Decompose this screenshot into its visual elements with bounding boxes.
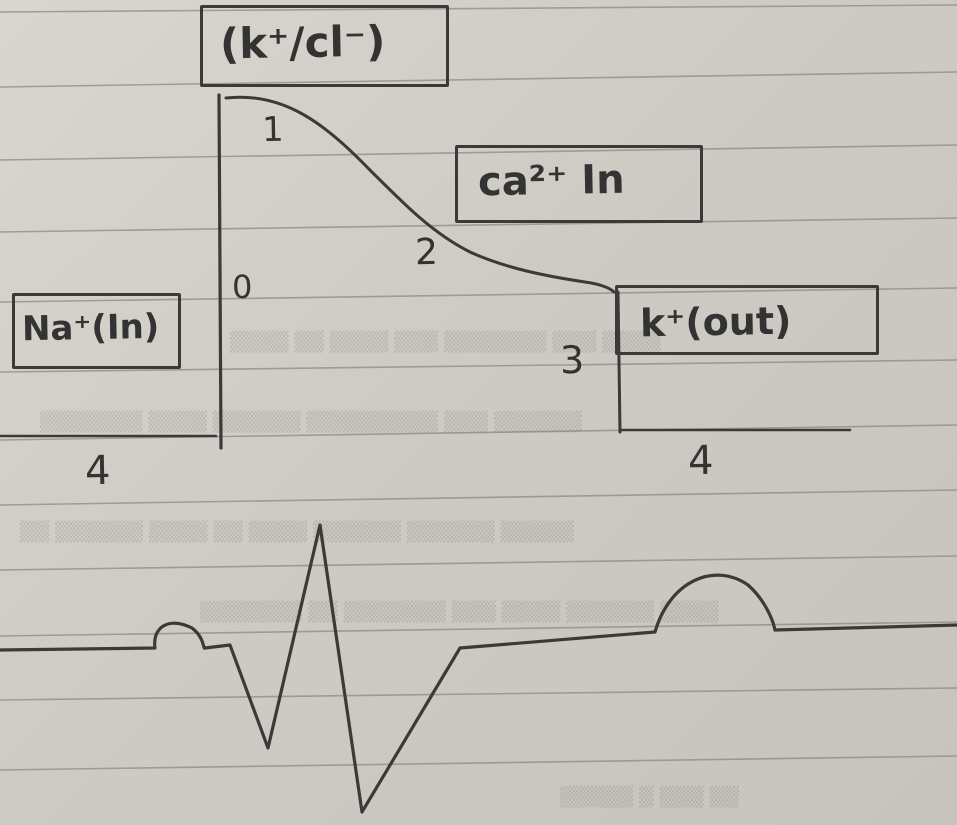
phase-label-4-left: 4 [85,448,111,494]
ecg-waveform [0,525,957,812]
potassium-out-label: k⁺(out) [640,299,792,346]
potassium-chloride-label: (k⁺/cl⁻) [220,17,386,69]
phase-label-1: 1 [262,110,284,150]
calcium-in-label: ca²⁺ In [478,157,625,206]
phase-label-0: 0 [232,268,253,306]
phase-label-4-right: 4 [688,438,714,484]
sodium-in-label: Na⁺(In) [22,307,160,349]
phase-label-2: 2 [415,232,439,273]
phase-label-3: 3 [560,338,585,382]
vertical-axis-line [219,95,221,448]
